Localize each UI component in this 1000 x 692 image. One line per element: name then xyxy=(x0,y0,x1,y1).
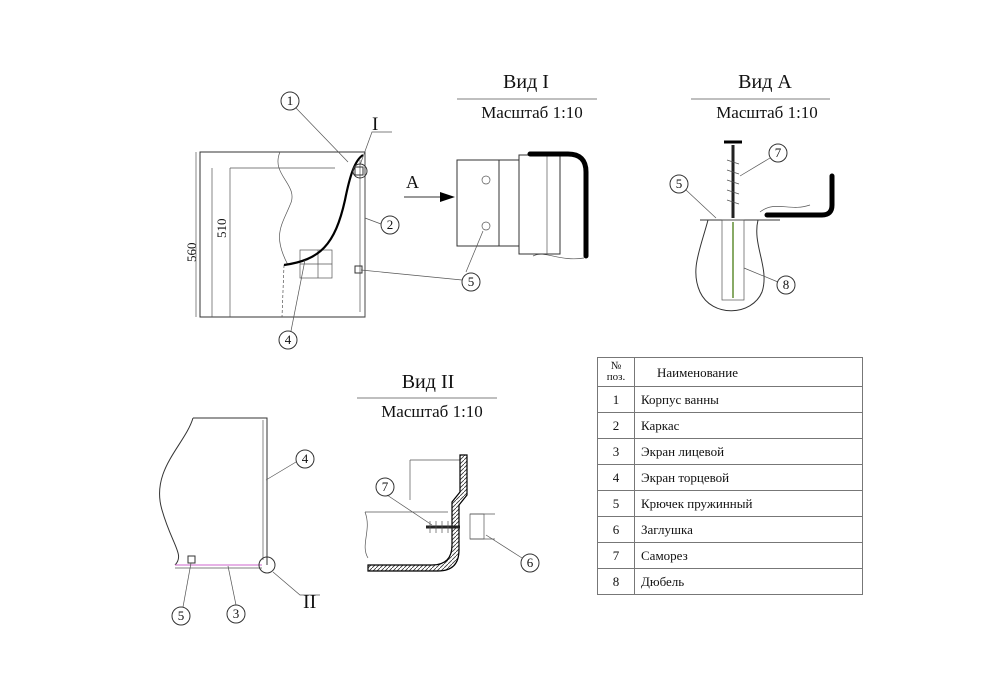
spec-name: Экран торцевой xyxy=(634,464,863,491)
spec-name: Каркас xyxy=(634,412,863,439)
view-a-title: Вид А xyxy=(738,71,792,93)
view-1-scale: Масштаб 1:10 xyxy=(481,103,583,122)
spec-pos: 5 xyxy=(597,490,635,517)
callout-2-6: 6 xyxy=(527,555,534,570)
spec-header-row: № поз. Наименование xyxy=(597,357,863,387)
detail-marker-1: I xyxy=(372,114,378,135)
callout-bottom-3: 3 xyxy=(233,606,240,621)
dim-510: 510 xyxy=(214,219,229,239)
detail-marker-2: II xyxy=(303,591,316,613)
view-2-title: Вид II xyxy=(402,371,455,393)
callout-a-5: 5 xyxy=(676,176,683,191)
callout-bottom-5: 5 xyxy=(178,608,185,623)
spec-pos: 2 xyxy=(597,412,635,439)
view-1: Вид I Масштаб 1:10 А xyxy=(404,71,597,273)
callout-a-8: 8 xyxy=(783,277,790,292)
spec-name: Экран лицевой xyxy=(634,438,863,465)
spec-pos: 7 xyxy=(597,542,635,569)
spec-pos: 3 xyxy=(597,438,635,465)
callout-main-5: 5 xyxy=(468,274,475,289)
callout-main-1: 1 xyxy=(287,93,294,108)
main-side-view: 560 510 I 1 2 5 4 xyxy=(184,91,481,350)
view-1-title: Вид I xyxy=(503,71,549,93)
spec-pos: 6 xyxy=(597,516,635,543)
spec-header-name: Наименование xyxy=(634,357,863,387)
spec-pos: 1 xyxy=(597,386,635,413)
spec-header-pos-line2: поз. xyxy=(606,371,626,383)
bottom-side-view: II 4 5 3 xyxy=(159,417,320,626)
spec-name: Саморез xyxy=(634,542,863,569)
spec-pos: 8 xyxy=(597,568,635,595)
callout-bottom-4: 4 xyxy=(302,451,309,466)
callout-2-7: 7 xyxy=(382,479,389,494)
spec-pos: 4 xyxy=(597,464,635,491)
spec-header-pos: № поз. xyxy=(597,357,635,387)
spec-name: Корпус ванны xyxy=(634,386,863,413)
view-a: Вид А Масштаб 1:10 5 7 8 xyxy=(669,71,835,312)
spec-name: Крючек пружинный xyxy=(634,490,863,517)
view-2-scale: Масштаб 1:10 xyxy=(381,402,483,421)
view-2: Вид II Масштаб 1:10 7 6 xyxy=(357,371,540,573)
callout-main-2: 4 xyxy=(285,332,292,347)
dim-560: 560 xyxy=(184,243,199,263)
spec-name: Дюбель xyxy=(634,568,863,595)
spec-name: Заглушка xyxy=(634,516,863,543)
spec-header-pos-line1: № xyxy=(610,360,622,372)
view-a-scale: Масштаб 1:10 xyxy=(716,103,818,122)
arrow-a-label: А xyxy=(406,172,419,192)
callout-a-7: 7 xyxy=(775,145,782,160)
callout-main-4: 2 xyxy=(387,217,394,232)
